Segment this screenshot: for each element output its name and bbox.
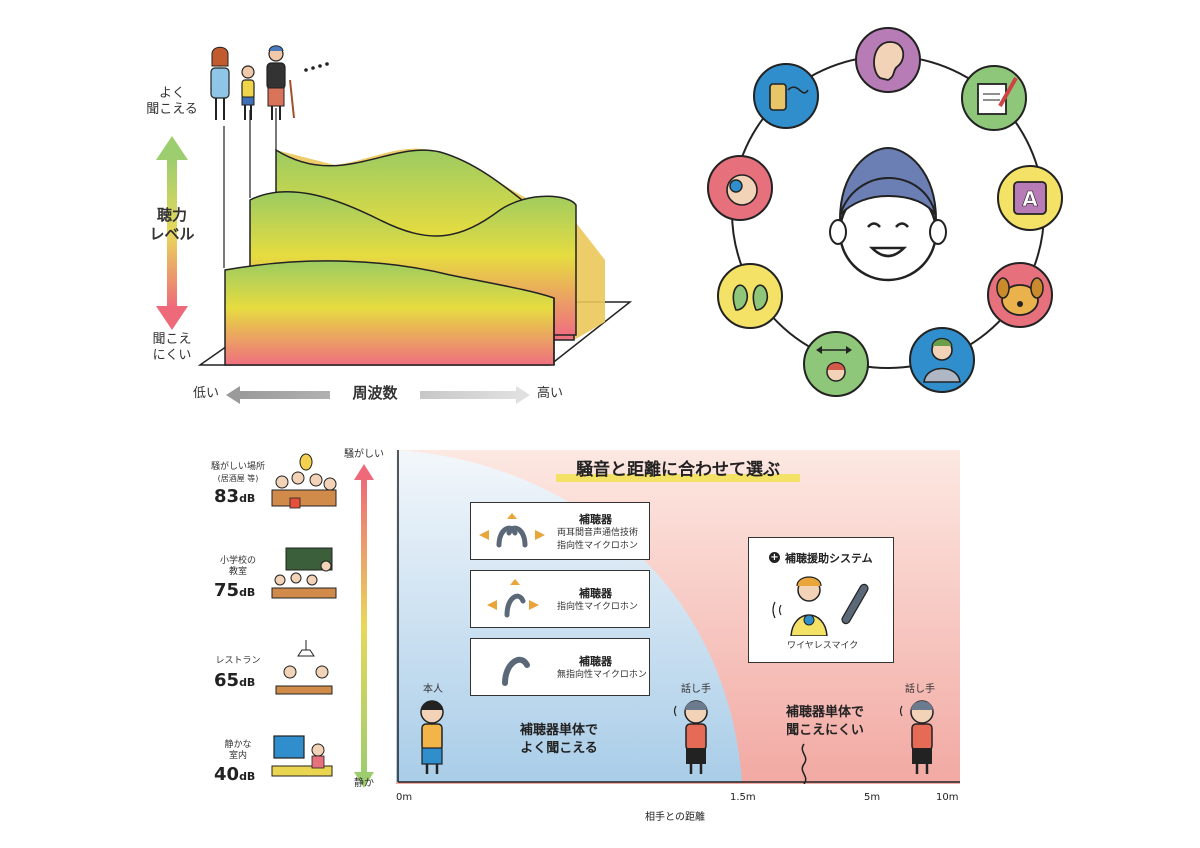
speaker-label: 話し手	[681, 684, 711, 695]
assistive-system-box: + 補聴援助システム ワイヤレスマイク	[748, 537, 894, 663]
x-axis-label: 相手との距離	[645, 812, 705, 823]
izakaya-scene-icon	[271, 453, 337, 509]
noise-level-db: 65dB	[214, 670, 256, 691]
plus-icon: +	[769, 552, 780, 563]
far-speaker-label: 話し手	[905, 684, 935, 695]
noise-level-db: 83dB	[214, 486, 256, 507]
hearing-aid-box: 補聴器 両耳間音声通信技術 指向性マイクロホン	[470, 502, 650, 560]
hearing-aid-box: 補聴器 無指向性マイクロホン	[470, 638, 650, 696]
level-axis-label: 聴力 レベル	[149, 206, 195, 243]
noise-level-db: 40dB	[214, 764, 256, 785]
self-label: 本人	[423, 684, 443, 695]
quiet-room-scene-icon	[271, 735, 333, 777]
noise-axis-arrow	[354, 464, 374, 788]
phone-call-icon	[803, 331, 869, 397]
level-low-label: 聞こえ にくい	[152, 332, 192, 363]
smiling-face-icon	[829, 146, 947, 282]
freq-axis-label: 周波数	[330, 385, 420, 401]
wireless-mic-illustration	[772, 576, 869, 636]
support-circle: A	[707, 27, 1063, 397]
x-tick: 10m	[936, 792, 959, 803]
person-icon	[909, 327, 975, 393]
noise-level-name: 騒がしい場所(居酒屋 等)	[210, 462, 265, 483]
level-arrow-down	[156, 306, 188, 330]
omni-mic-icon	[502, 656, 530, 686]
noise-level-db: 75dB	[214, 580, 256, 601]
cochlear-implant-icon	[707, 155, 773, 221]
binaural-mic-icon	[479, 513, 545, 548]
freq-arrow-left	[226, 386, 240, 404]
hearing-aid-icon	[717, 263, 783, 329]
hearing-frequency-diagram	[156, 108, 633, 404]
ear-icon	[855, 27, 921, 93]
classroom-scene-icon	[271, 547, 337, 599]
noise-level-name: 静かな室内	[224, 740, 252, 761]
zone-bad-label: 補聴器単体で 聞こえにくい	[785, 705, 864, 738]
title-highlight	[556, 474, 800, 482]
people-figures	[210, 45, 329, 120]
directional-mic-icon	[487, 579, 539, 618]
x-tick: 5m	[864, 792, 881, 803]
letter-a-icon: A	[997, 165, 1063, 231]
svg-text:A: A	[1022, 187, 1038, 211]
notepad-pencil-icon	[961, 65, 1027, 131]
noise-scene-icons	[271, 453, 337, 777]
level-high-label: よく 聞こえる	[146, 86, 198, 117]
noise-axis-top-label: 騒がしい	[344, 449, 384, 460]
noise-axis-bottom-label: 静か	[354, 778, 374, 789]
dog-icon	[987, 262, 1053, 328]
x-tick: 0m	[396, 792, 413, 803]
far-speaker-person-figure	[899, 700, 934, 774]
zone-good-label: 補聴器単体で よく聞こえる	[519, 723, 598, 756]
freq-arrow-right	[516, 386, 530, 404]
x-tick: 1.5m	[730, 792, 756, 803]
self-person-figure	[420, 700, 444, 774]
level-arrow-up	[156, 136, 188, 160]
chart-title: 騒音と距離に合わせて選ぶ	[576, 460, 780, 480]
noise-level-name: レストラン	[215, 656, 261, 666]
restaurant-scene-icon	[275, 640, 333, 695]
speaker-person-figure	[673, 700, 708, 774]
freq-low-label: 低い	[192, 386, 219, 401]
freq-high-label: 高い	[536, 386, 563, 401]
hearing-aid-box: 補聴器 指向性マイクロホン	[470, 570, 650, 628]
remote-mic-icon	[753, 63, 819, 129]
noise-level-name: 小学校の教室	[219, 556, 256, 577]
